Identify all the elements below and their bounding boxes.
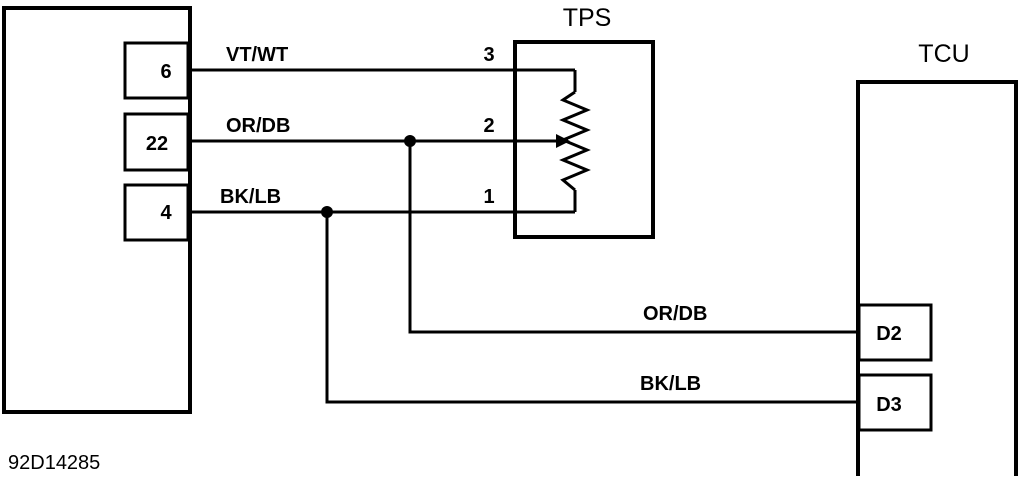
wire-label-to-d2: OR/DB xyxy=(643,303,707,325)
wire-label-or-db: OR/DB xyxy=(226,115,290,137)
left-module-box xyxy=(2,6,192,414)
terminal-22-label: 22 xyxy=(146,133,168,155)
terminal-4-label: 4 xyxy=(160,202,172,224)
tps-pin-3: 3 xyxy=(483,44,494,66)
terminal-6-box xyxy=(123,41,190,100)
tps-resistor xyxy=(559,90,591,192)
diagram-code: 92D14285 xyxy=(8,452,100,474)
terminal-d2-label: D2 xyxy=(876,323,902,345)
tps-pin-1: 1 xyxy=(483,186,494,208)
terminal-d3-label: D3 xyxy=(876,394,902,416)
terminal-4-box xyxy=(123,183,190,242)
wire-label-bk-lb: BK/LB xyxy=(220,186,281,208)
terminal-6-label: 6 xyxy=(160,61,171,83)
wire-label-to-d3: BK/LB xyxy=(640,373,701,395)
tcu-box xyxy=(856,80,1018,476)
wire-or-db-to-d2 xyxy=(408,141,859,334)
tps-title: TPS xyxy=(563,4,612,32)
wire-bk-lb-to-d3 xyxy=(325,212,859,404)
wire-label-vt-wt: VT/WT xyxy=(226,44,288,66)
tcu-title: TCU xyxy=(918,40,969,68)
tps-pin-2: 2 xyxy=(483,115,494,137)
